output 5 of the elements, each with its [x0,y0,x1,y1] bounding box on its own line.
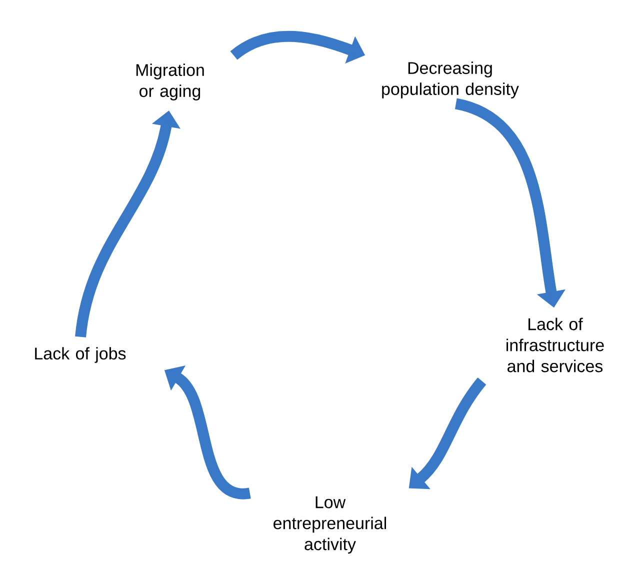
cycle-label: Low entrepreneurial activity [274,496,386,554]
cycle-label: Migration or aging [136,64,204,100]
cycle-label: Decreasing population density [382,62,519,98]
cycle-label: Lack of jobs [35,347,126,363]
cycle-label: Lack of infrastructure and services [506,318,604,372]
